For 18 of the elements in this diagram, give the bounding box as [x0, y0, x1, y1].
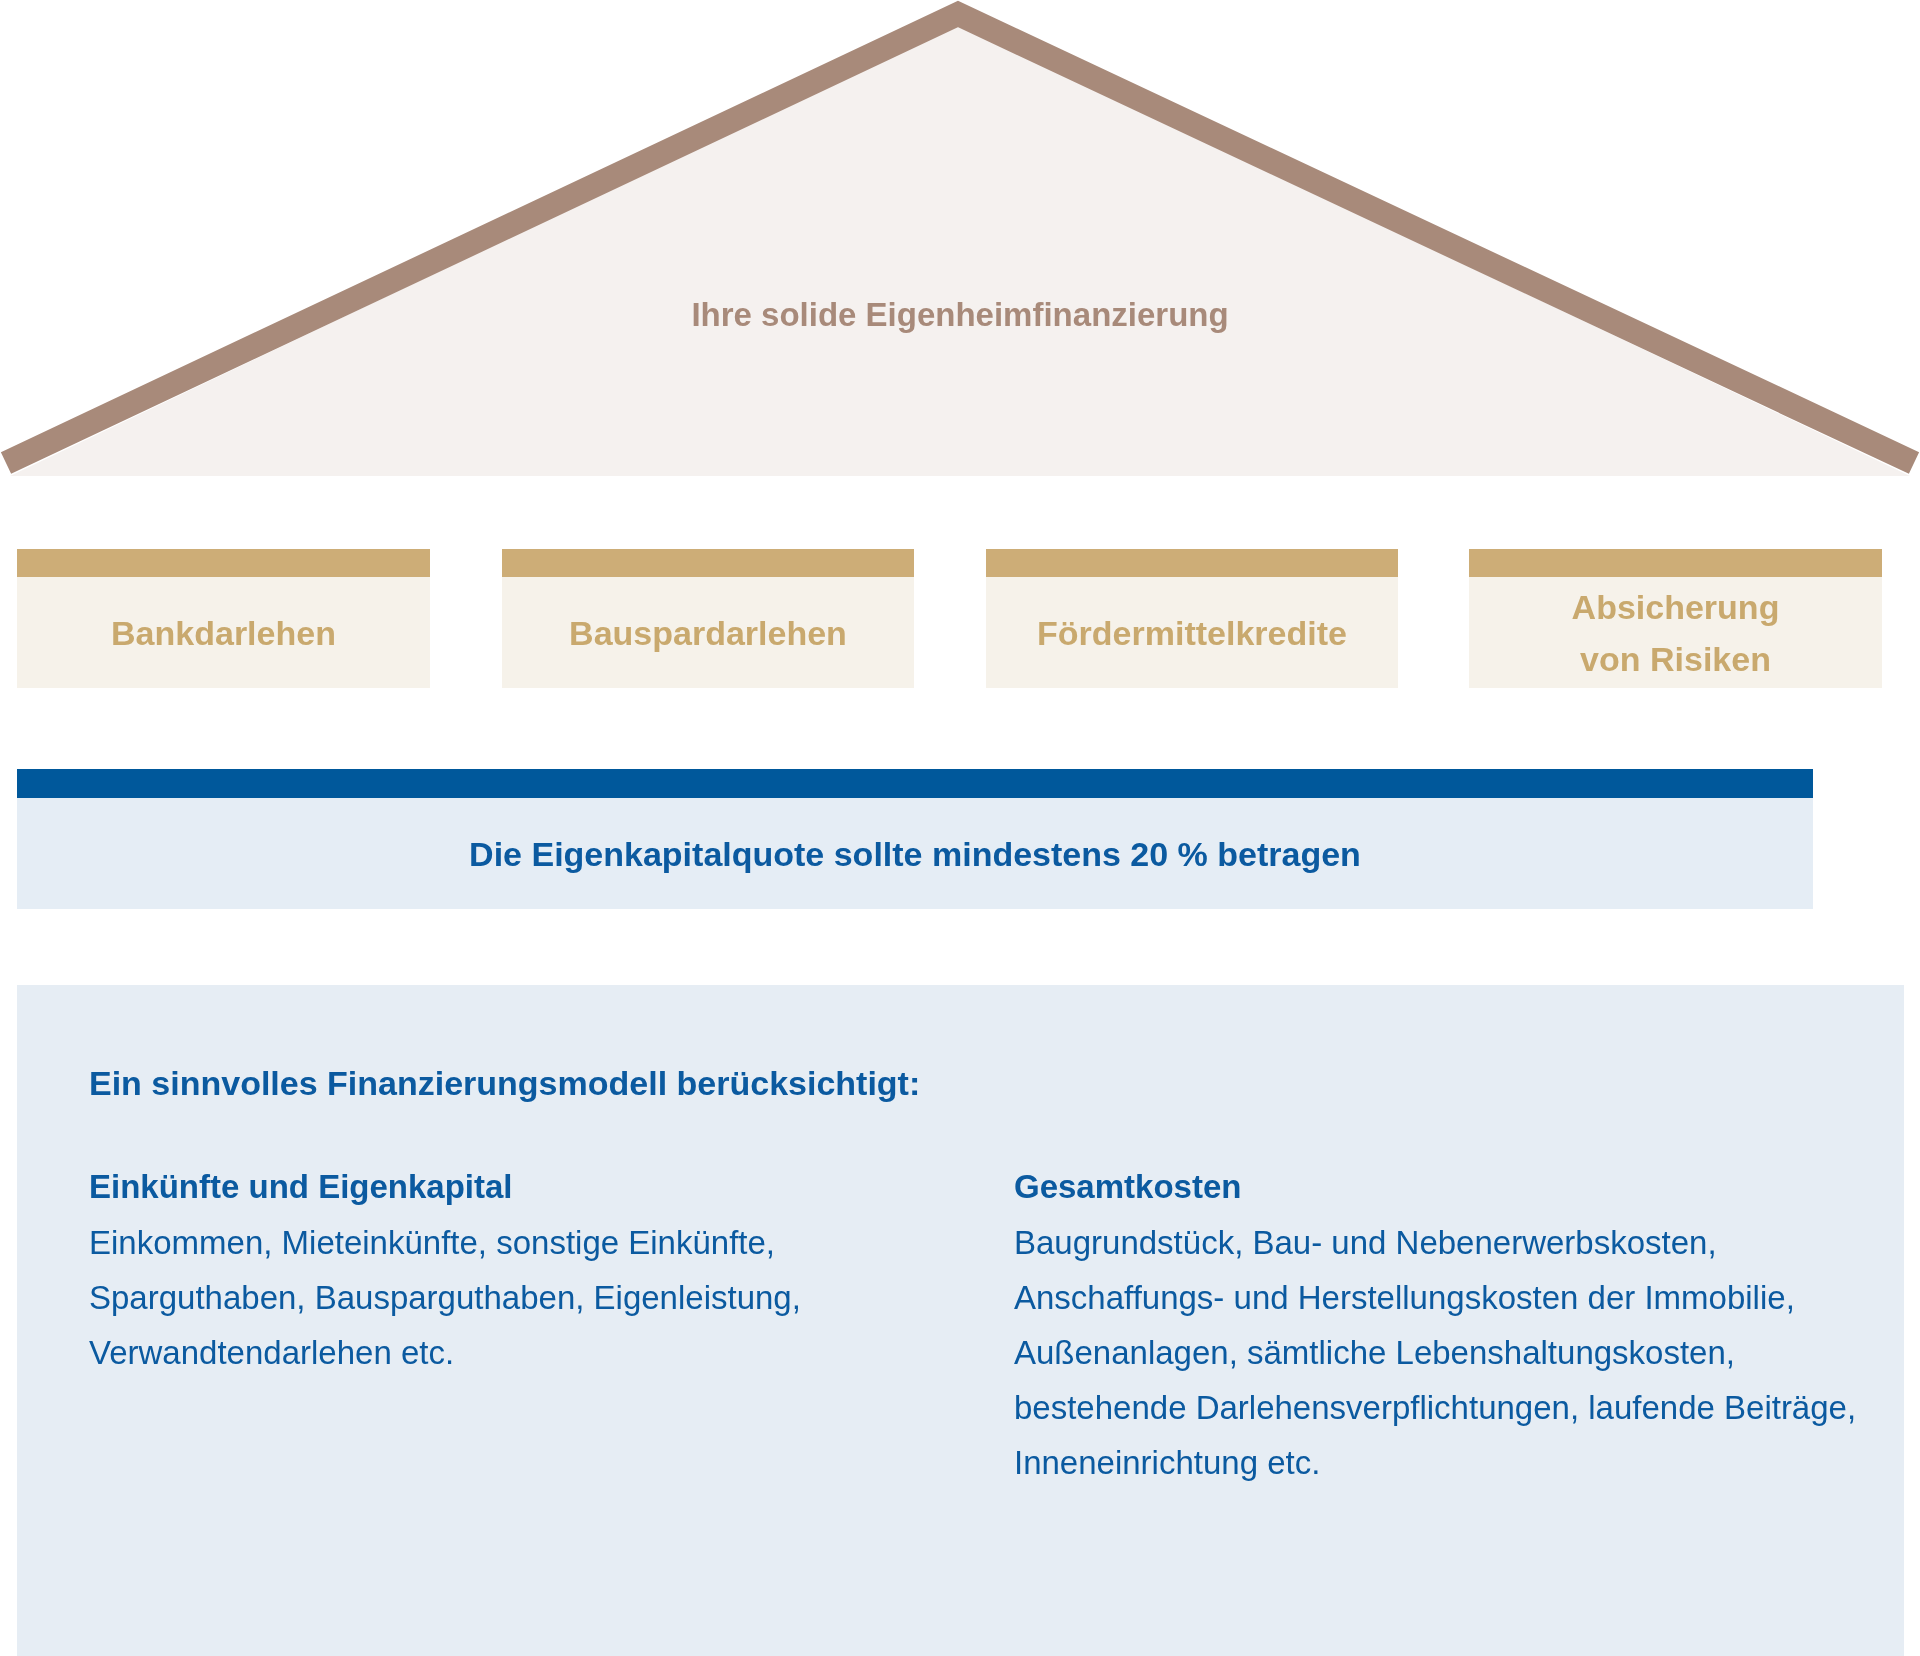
roof-shape: [0, 0, 1920, 476]
pillar-label: Absicherung von Risiken: [1570, 586, 1781, 680]
roof-title: Ihre solide Eigenheimfinanzierung: [691, 295, 1229, 335]
banner-box: [17, 769, 1813, 909]
banner-text: Die Eigenkapitalquote sollte mindestens 20 % betragen: [469, 833, 1361, 875]
pillar-label: Fördermittelkredite: [1037, 612, 1347, 654]
pillar-box: [17, 549, 430, 688]
foundation-panel: [17, 985, 1904, 1656]
pillar-box: [1469, 549, 1882, 688]
pillar-box: [986, 549, 1398, 688]
column-heading: Gesamtkosten: [1014, 1167, 1242, 1207]
column-heading: Einkünfte und Eigenkapital: [89, 1167, 513, 1207]
pillar-box: [502, 549, 914, 688]
pillar-label: Bauspardarlehen: [569, 612, 847, 654]
column-text: Einkommen, Mieteinkünfte, sonstige Einkünfte, Sparguthaben, Bausparguthaben, Eigenleistung, Verwandtendarlehen etc.: [89, 1223, 802, 1373]
panel-heading: Ein sinnvolles Finanzierungsmodell berücksichtigt:: [89, 1063, 921, 1103]
column-text: Baugrundstück, Bau- und Nebenerwerbskosten, Anschaffungs- und Herstellungskosten der Immobilie, Außenanlagen, sämtliche Lebenshaltungskosten, bestehende Darlehensverpflichtungen, laufende Beiträge, Inneneinrichtung etc.: [1014, 1223, 1858, 1483]
pillar-label: Bankdarlehen: [111, 612, 336, 654]
